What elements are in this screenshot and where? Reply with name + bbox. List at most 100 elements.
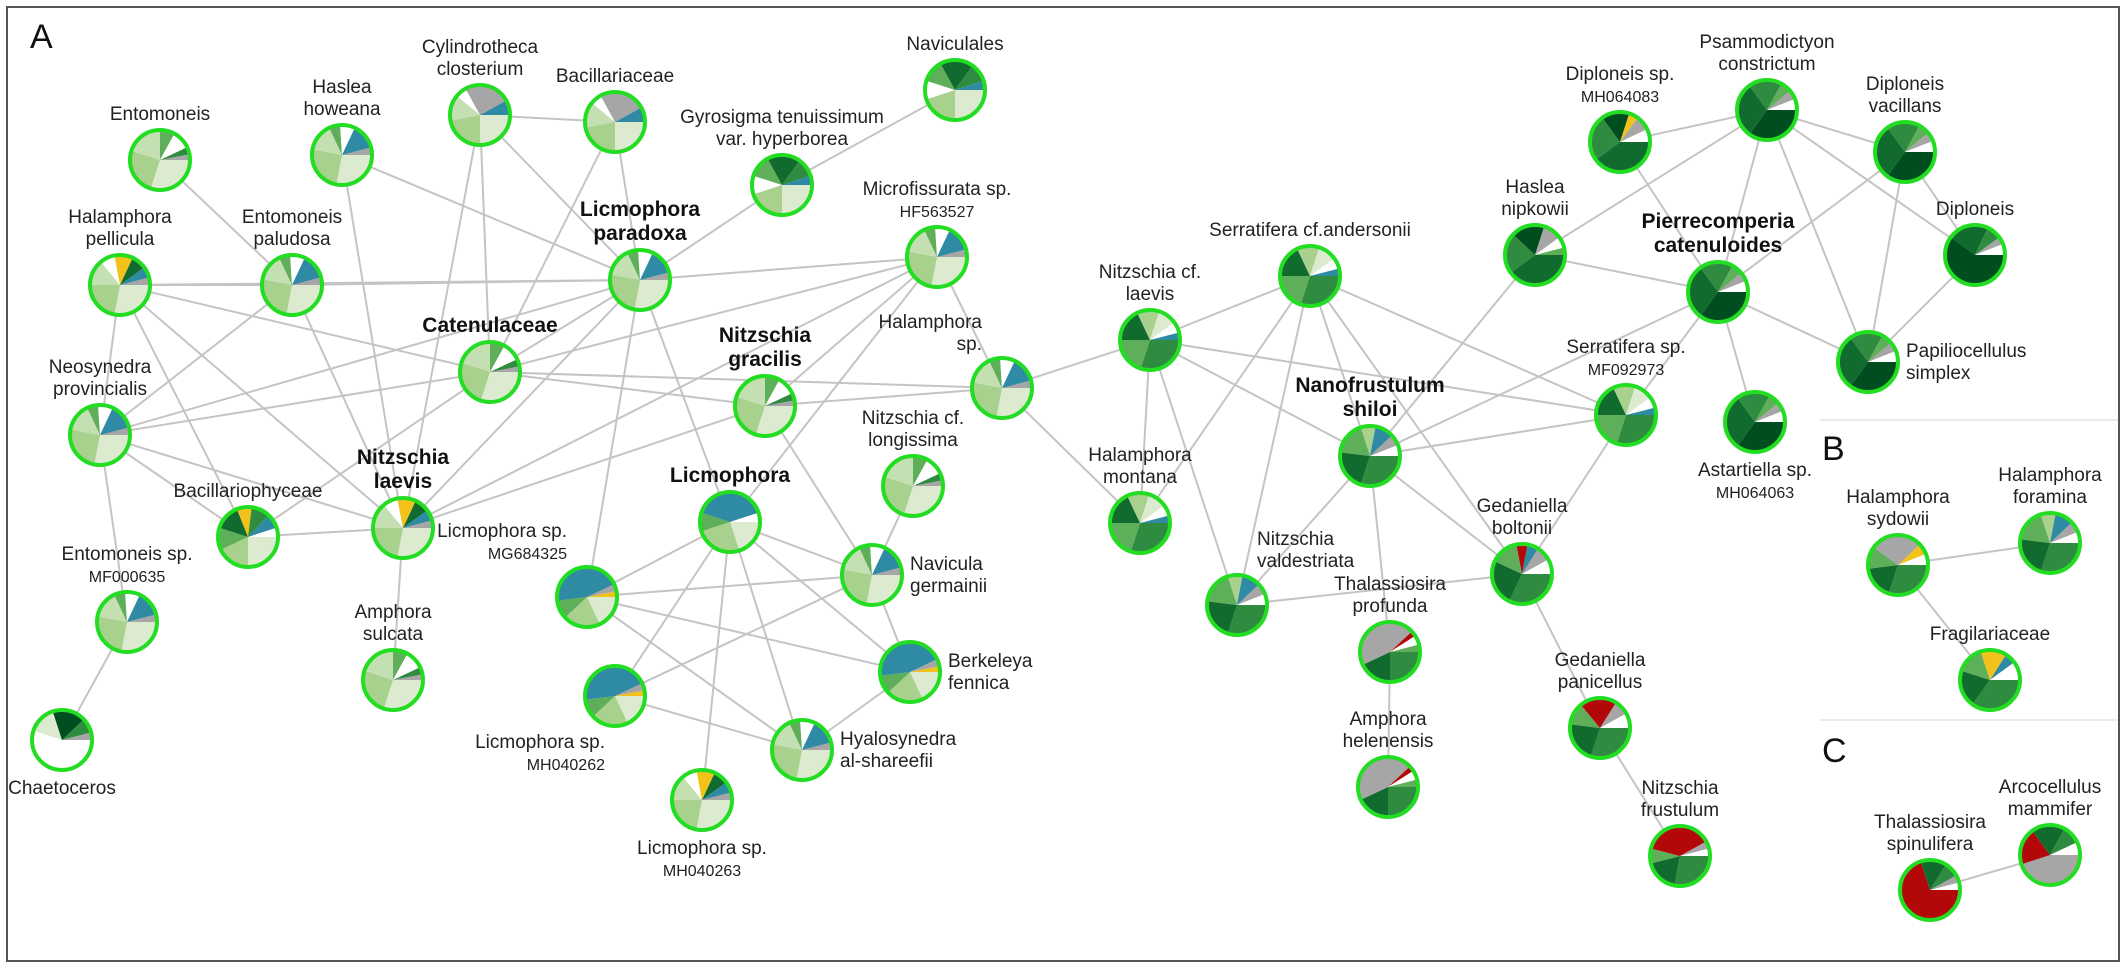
node-nitzschia-longissima[interactable] (881, 454, 945, 518)
node-gyrosigma[interactable] (750, 153, 814, 217)
node-entomoneis-sp[interactable] (95, 590, 159, 654)
node-entomoneis-paludosa[interactable] (260, 253, 324, 317)
node-diploneis-mh064083[interactable] (1588, 110, 1652, 174)
node-gedaniella-panicellus[interactable] (1568, 696, 1632, 760)
node-nitzschia-frustulum[interactable] (1648, 824, 1712, 888)
node-serratifera-andersonii[interactable] (1278, 244, 1342, 308)
node-label-astartiella: Astartiella sp. (1698, 460, 1812, 481)
pie-slice (1535, 247, 1565, 255)
pie-slice (910, 672, 941, 700)
pie-slice (1767, 98, 1797, 110)
node-ring (260, 253, 324, 317)
node-halamphora-montana[interactable] (1108, 491, 1172, 555)
node-berkeleya[interactable] (878, 640, 942, 704)
pie-slice (403, 500, 428, 528)
pie-slice (480, 372, 521, 403)
node-label-nitzschia-gracilis: gracilis (728, 348, 802, 371)
node-label-gedaniella-boltonii: boltonii (1492, 518, 1552, 539)
node-psammodictyon[interactable] (1735, 78, 1799, 142)
pie-slice (125, 592, 140, 622)
pie-slice (1888, 565, 1928, 595)
node-thalassiosira-profunda[interactable] (1358, 620, 1422, 684)
node-amphora-sulcata[interactable] (361, 648, 425, 712)
node-haslea-howeana[interactable] (310, 123, 374, 187)
pie-slice (114, 592, 127, 622)
pie-slice (1755, 410, 1786, 422)
edge (291, 279, 641, 286)
node-ring (670, 768, 734, 832)
node-label-serratifera-mf092973: MF092973 (1588, 362, 1665, 379)
node-label-navicula-germainii: germainii (910, 576, 987, 597)
node-entomoneis[interactable] (128, 128, 192, 192)
node-navicula-germainii[interactable] (840, 543, 904, 607)
node-naviculales[interactable] (923, 58, 987, 122)
node-nitzschia-gracilis[interactable] (733, 374, 797, 438)
node-catenulaceae[interactable] (458, 340, 522, 404)
pie-slice (397, 528, 434, 559)
pie-slice (1868, 335, 1892, 362)
pie-slice (736, 376, 765, 406)
node-bacillariaceae[interactable] (583, 90, 647, 154)
node-pierrecomperia[interactable] (1686, 260, 1750, 324)
pie-slice (1873, 535, 1920, 565)
node-serratifera-mf092973[interactable] (1594, 383, 1658, 447)
node-licmophora[interactable] (698, 490, 762, 554)
node-halamphora-foramina[interactable] (2018, 511, 2082, 575)
node-halamphora-pellicula[interactable] (88, 253, 152, 317)
node-cylindrotheca[interactable] (448, 83, 512, 147)
node-thalassiosira-spinulifera[interactable] (1898, 858, 1962, 922)
node-licmophora-paradoxa[interactable] (608, 248, 672, 312)
pie-slice (1930, 875, 1960, 890)
pie-slice (397, 498, 416, 528)
node-licmophora-mh040262[interactable] (583, 664, 647, 728)
node-haslea-nipkowii[interactable] (1503, 223, 1567, 287)
node-nitzschia-cf-laevis[interactable] (1118, 308, 1182, 372)
pie-slice (312, 149, 342, 185)
node-halamphora-sp[interactable] (970, 356, 1034, 420)
pie-slice (87, 405, 100, 435)
node-label-gedaniella-panicellus: panicellus (1558, 672, 1643, 693)
node-amphora-helenensis[interactable] (1356, 755, 1420, 819)
node-label-halamphora-foramina: foramina (2013, 487, 2087, 508)
node-arcocellulus[interactable] (2018, 823, 2082, 887)
edge (402, 114, 481, 529)
node-chaetoceros[interactable] (30, 708, 94, 772)
node-label-nitzschia-gracilis: Nitzschia (719, 324, 812, 347)
node-nitzschia-valdestriata[interactable] (1205, 573, 1269, 637)
node-neosynedra[interactable] (68, 403, 132, 467)
node-halamphora-sydowii[interactable] (1866, 533, 1930, 597)
node-label-nanofrustulum: Nanofrustulum (1295, 374, 1444, 397)
node-fragilariaceae[interactable] (1958, 648, 2022, 712)
node-microfissurata[interactable] (905, 225, 969, 289)
pie-slice (1388, 779, 1418, 787)
pie-slice (1280, 276, 1310, 305)
edge (1369, 455, 1523, 575)
node-bacillariophyceae[interactable] (216, 505, 280, 569)
node-papiliocellulus[interactable] (1836, 330, 1900, 394)
node-ring (1898, 858, 1962, 922)
edge (1149, 339, 1371, 457)
pie-slice (218, 527, 248, 550)
node-layer (30, 58, 2082, 922)
node-licmophora-mg684325[interactable] (555, 565, 619, 629)
node-licmophora-mh040263[interactable] (670, 768, 734, 832)
pie-slice (615, 122, 645, 152)
node-hyalosynedra[interactable] (770, 718, 834, 782)
node-ring (750, 153, 814, 217)
edge (1717, 151, 1906, 293)
pie-slice (1975, 237, 2003, 255)
node-nanofrustulum[interactable] (1338, 424, 1402, 488)
node-diploneis[interactable] (1943, 223, 2007, 287)
node-nitzschia-laevis[interactable] (371, 496, 435, 560)
pie-slice (682, 770, 702, 800)
pie-slice (1140, 340, 1180, 370)
pie-slice (701, 492, 759, 522)
node-diploneis-vacillans[interactable] (1873, 120, 1937, 184)
pie-slice (1002, 380, 1032, 388)
node-astartiella[interactable] (1723, 390, 1787, 454)
pie-slice (461, 342, 490, 372)
node-gedaniella-boltonii[interactable] (1490, 542, 1554, 606)
node-ring (68, 403, 132, 467)
node-ring (555, 565, 619, 629)
pie-slice (1388, 766, 1414, 787)
